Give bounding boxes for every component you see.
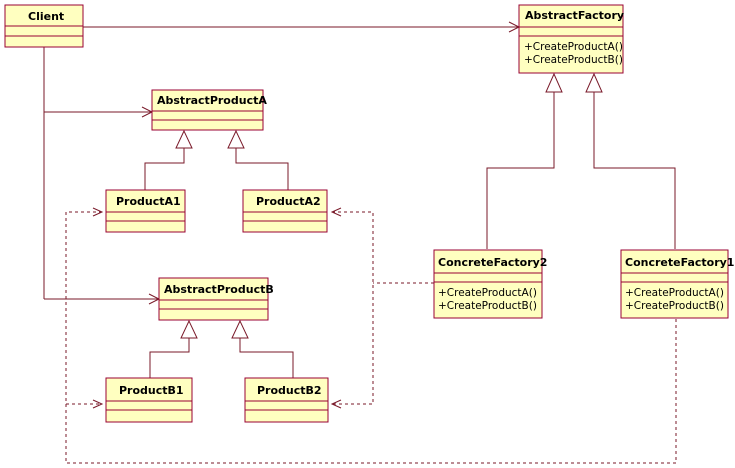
class-product-b2[interactable]: ProductB2 <box>244 377 329 423</box>
class-concrete-factory2[interactable]: ConcreteFactory2 +CreateProductA() +Crea… <box>433 249 547 319</box>
dependency-to-producta2-arrowhead <box>330 207 342 217</box>
concretefactory2-dependency-line <box>332 211 374 405</box>
class-concrete-factory1-name: ConcreteFactory1 <box>625 256 734 269</box>
class-product-a2-name: ProductA2 <box>256 195 321 208</box>
class-abstract-product-a-name: AbstractProductA <box>157 94 267 107</box>
class-concrete-factory1-op-1: +CreateProductA() <box>625 287 724 299</box>
producta2-generalization-line <box>235 148 289 190</box>
dependency-to-productb2-arrowhead <box>330 399 342 409</box>
class-client-name: Client <box>28 10 64 23</box>
class-abstract-factory-op-1: +CreateProductA() <box>524 41 623 53</box>
class-abstract-product-b[interactable]: AbstractProductB <box>158 277 274 321</box>
connectors <box>43 21 677 464</box>
class-concrete-factory2-name: ConcreteFactory2 <box>438 256 547 269</box>
class-client[interactable]: Client <box>4 4 84 48</box>
class-abstract-product-b-name: AbstractProductB <box>164 283 274 296</box>
dependency-to-productb1-arrowhead <box>92 399 104 409</box>
class-product-b1-name: ProductB1 <box>119 384 184 397</box>
class-concrete-factory2-op-1: +CreateProductA() <box>438 287 537 299</box>
concretefactory1-dependency-line <box>65 211 677 464</box>
productb2-generalization-triangle <box>231 319 249 339</box>
class-concrete-factory2-op-2: +CreateProductB() <box>438 300 537 312</box>
class-concrete-factory1[interactable]: ConcreteFactory1 +CreateProductA() +Crea… <box>620 249 734 319</box>
class-product-b2-name: ProductB2 <box>257 384 322 397</box>
class-abstract-product-a[interactable]: AbstractProductA <box>151 89 267 131</box>
class-abstract-factory[interactable]: AbstractFactory +CreateProductA() +Creat… <box>518 4 624 74</box>
concretefactory2-generalization-triangle <box>545 72 563 93</box>
class-abstract-factory-op-2: +CreateProductB() <box>524 54 623 66</box>
producta1-generalization-line <box>144 148 185 190</box>
dependency-to-producta1-arrowhead <box>92 207 104 217</box>
class-product-a2[interactable]: ProductA2 <box>242 189 328 233</box>
producta1-generalization-triangle <box>175 129 193 149</box>
class-product-a1[interactable]: ProductA1 <box>105 189 186 233</box>
productb1-generalization-triangle <box>180 319 198 339</box>
productb2-generalization-line <box>239 338 294 378</box>
productb1-generalization-line <box>149 338 190 378</box>
class-abstract-factory-name: AbstractFactory <box>525 9 624 22</box>
producta2-generalization-triangle <box>227 129 245 149</box>
class-product-b1[interactable]: ProductB1 <box>105 377 193 423</box>
concretefactory1-generalization-line <box>593 92 676 249</box>
class-concrete-factory1-op-2: +CreateProductB() <box>625 300 724 312</box>
concretefactory1-generalization-triangle <box>585 72 603 93</box>
concretefactory2-generalization-line <box>486 92 555 249</box>
class-product-a1-name: ProductA1 <box>116 195 181 208</box>
